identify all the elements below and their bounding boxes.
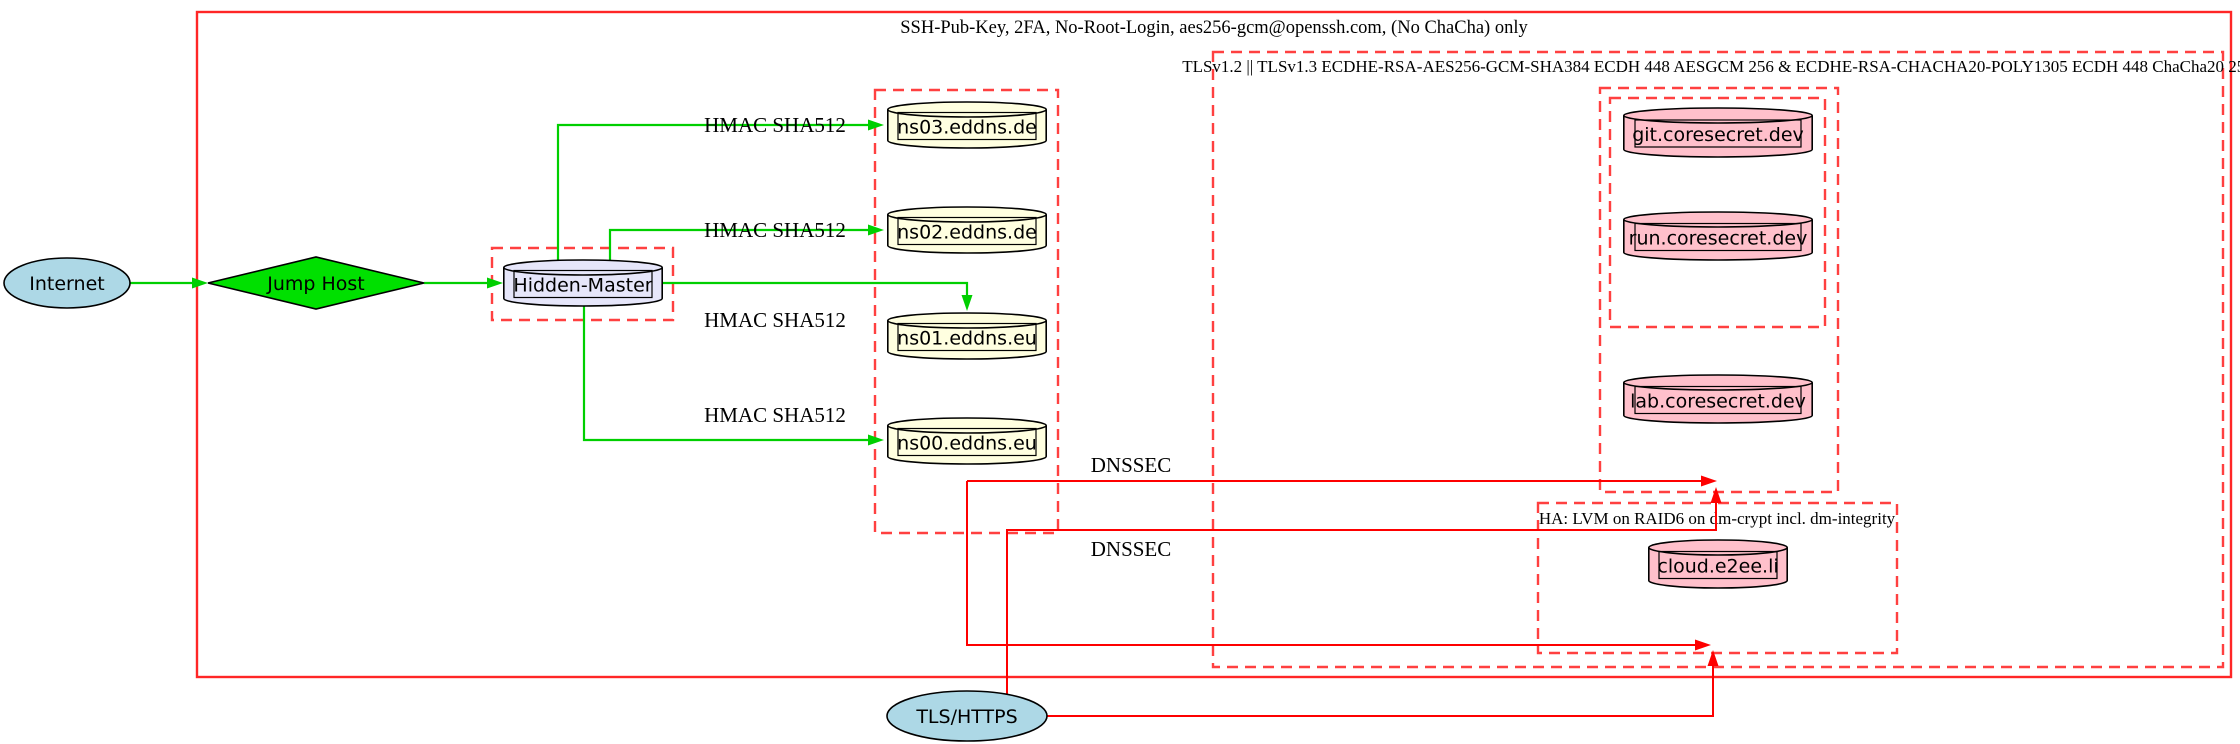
tls-https-node: TLS/HTTPS xyxy=(886,690,1048,742)
label-box xyxy=(1634,119,1802,148)
internet-node: Internet xyxy=(3,257,131,309)
ns01-node: ns01.eddns.eu xyxy=(887,312,1047,360)
dnssec-label-1: DNSSEC xyxy=(1091,453,1172,477)
dnssec-label-2: DNSSEC xyxy=(1091,537,1172,561)
label-box xyxy=(1658,550,1778,580)
run-node: run.coresecret.dev xyxy=(1623,211,1813,261)
edge-internet-to-jumphost xyxy=(130,277,208,289)
arrowhead xyxy=(868,434,884,446)
ns02-node: ns02.eddns.de xyxy=(887,206,1047,254)
arrowhead xyxy=(868,119,884,131)
edge-tlshttps-to-ha xyxy=(1047,650,1719,717)
cluster-nameservers-border xyxy=(873,88,1060,535)
arrowhead xyxy=(1701,475,1717,487)
jump-host-node-label: Jump Host xyxy=(266,273,365,295)
hmac-label-4: HMAC SHA512 xyxy=(704,403,846,427)
edge-hiddenmaster-to-ns03: HMAC SHA512 xyxy=(556,113,884,261)
hidden-master-node-label: Hidden-Master xyxy=(513,275,652,297)
cluster-tls-label: TLSv1.2 || TLSv1.3 ECDHE-RSA-AES256-GCM-… xyxy=(1182,57,2240,76)
arrowhead xyxy=(868,224,884,236)
git-node-label: git.coresecret.dev xyxy=(1632,124,1804,146)
ns02-node-label: ns02.eddns.de xyxy=(897,222,1037,244)
ns03-node-label: ns03.eddns.de xyxy=(897,117,1037,139)
label-box xyxy=(897,427,1037,457)
cloud-node: cloud.e2ee.li xyxy=(1648,539,1788,589)
label-box xyxy=(897,111,1037,141)
hidden-master-node: Hidden-Master xyxy=(503,259,663,307)
label-box xyxy=(1634,385,1802,415)
cluster-ssh-border xyxy=(195,10,2233,679)
edge-hiddenmaster-to-ns00: HMAC SHA512 xyxy=(582,305,884,446)
lab-node: lab.coresecret.dev xyxy=(1623,374,1813,424)
arrowhead xyxy=(487,277,503,289)
hmac-label-3: HMAC SHA512 xyxy=(704,308,846,332)
jump-host-node: Jump Host xyxy=(207,256,425,310)
run-node-label: run.coresecret.dev xyxy=(1629,228,1808,250)
cloud-node-label: cloud.e2ee.li xyxy=(1657,556,1778,578)
edge-dnssec-to-tls-cluster: DNSSEC xyxy=(967,453,1717,487)
cluster-coresecret-outer-border xyxy=(1598,86,1840,494)
internet-node-label: Internet xyxy=(29,273,104,295)
cluster-ha-label: HA: LVM on RAID6 on dm-crypt incl. dm-in… xyxy=(1539,509,1896,528)
arrowhead xyxy=(1707,650,1719,666)
edge-tlshttps-to-coresecret xyxy=(1006,487,1722,694)
edge-hiddenmaster-to-ns02: HMAC SHA512 xyxy=(608,218,884,261)
edge-jumphost-to-hiddenmaster xyxy=(424,277,503,289)
arrowhead xyxy=(1695,639,1711,651)
ns00-node-label: ns00.eddns.eu xyxy=(897,433,1037,455)
tls-https-node-label: TLS/HTTPS xyxy=(915,706,1017,728)
cluster-tls-border xyxy=(1211,50,2225,669)
lab-node-label: lab.coresecret.dev xyxy=(1630,391,1806,413)
cluster-tls: TLSv1.2 || TLSv1.3 ECDHE-RSA-AES256-GCM-… xyxy=(1182,50,2240,669)
label-box xyxy=(513,269,653,299)
git-node: git.coresecret.dev xyxy=(1623,107,1813,158)
cluster-ha-border xyxy=(1536,501,1899,655)
ns01-node-label: ns01.eddns.eu xyxy=(897,328,1037,350)
edge-dnssec-to-ha-cluster: DNSSEC xyxy=(966,481,1711,651)
label-box xyxy=(897,322,1037,352)
hmac-label-2: HMAC SHA512 xyxy=(704,218,846,242)
ns00-node: ns00.eddns.eu xyxy=(887,417,1047,465)
cluster-coresecret-inner-border xyxy=(1608,96,1827,329)
edge-hiddenmaster-to-ns01: HMAC SHA512 xyxy=(663,281,973,332)
cluster-ha: HA: LVM on RAID6 on dm-crypt incl. dm-in… xyxy=(1536,501,1899,655)
arrowhead xyxy=(1710,487,1722,503)
arrowhead xyxy=(961,295,973,311)
hmac-label-1: HMAC SHA512 xyxy=(704,113,846,137)
label-box xyxy=(1634,222,1802,252)
label-box xyxy=(897,216,1037,246)
arrowhead xyxy=(192,277,208,289)
cluster-ssh-label: SSH-Pub-Key, 2FA, No-Root-Login, aes256-… xyxy=(900,18,1528,38)
ns03-node: ns03.eddns.de xyxy=(887,101,1047,149)
cluster-ssh: SSH-Pub-Key, 2FA, No-Root-Login, aes256-… xyxy=(195,10,2233,679)
